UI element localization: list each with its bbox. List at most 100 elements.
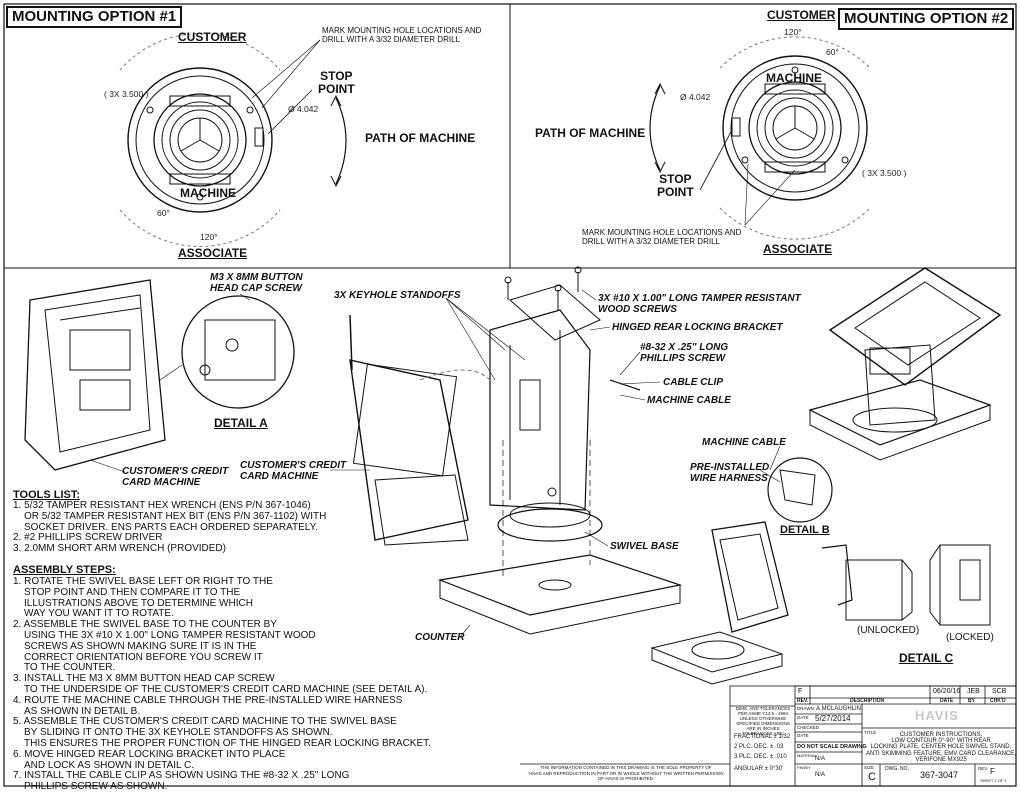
detail-c-views [821,544,991,626]
rev-header-by: BY [968,698,975,704]
assembly-line-16: THIS ENSURES THE PROPER FUNCTION OF THE … [24,737,431,749]
rev-row-date: 06/20/16 [933,688,961,695]
right-top-device [808,267,1002,461]
option1-plan-view [119,33,347,247]
dwg-label: DWG. NO. [885,766,909,772]
detail-b-label: DETAIL B [780,524,830,536]
company-logo: HAVIS [915,708,959,723]
tol-3plc: 3 PLC. DEC. ± .010 [734,754,787,760]
assembly-line-18: AND LOCK AS SHOWN IN DETAIL C. [24,759,195,771]
machine-cable-callout: MACHINE CABLE [647,395,731,406]
dwg-number: 367-3047 [920,770,959,780]
option1-path-label: PATH OF MACHINE [365,131,476,145]
assembly-line-20: PHILLIPS SCREW AS SHOWN. [24,781,168,793]
assembly-line-8: CORRECT ORIENTATION BEFORE YOU SCREW IT [24,651,263,663]
center-assembly [330,266,683,638]
tolerance-note: DIMS. AND TOLERANCES PER ASME Y14.5 - 19… [735,706,791,716]
credit-left-line1: CUSTOMER'S CREDIT [122,466,229,477]
option1-stop-point-line1: STOP [320,69,353,83]
rev-header-desc: DESCRIPTION [850,698,885,704]
option1-machine-label: MACHINE [180,186,236,200]
finish-label: FINISH [797,765,811,770]
left-device-view [24,279,166,473]
m3-screw-callout: M3 X 8MM BUTTON HEAD CAP SCREW [210,272,303,294]
tools-line-4: 2. #2 PHILLIPS SCREW DRIVER [13,532,163,544]
rev-label: REV. [978,766,989,771]
title-line-1: CUSTOMER INSTRUCTIONS, [899,732,983,738]
phillips-line2: PHILLIPS SCREW [640,353,726,364]
counter-callout: COUNTER [415,632,465,643]
assembly-line-10: 3. INSTALL THE M3 X 8MM BUTTON HEAD CAP … [13,673,275,685]
m3-screw-line1: M3 X 8MM BUTTON [210,272,303,283]
option2-machine-label: MACHINE [766,71,822,85]
rev-header-date: DATE [940,698,954,704]
option1-mark-note-line2: DRILL WITH A 3/32 DIAMETER DRILL [322,35,460,44]
detail-c-left-device [650,521,789,685]
date-label: DATE [797,715,809,720]
assembly-line-6: USING THE 3X #10 X 1.00" LONG TAMPER RES… [24,629,316,641]
locked-label: (LOCKED) [946,632,994,643]
cable-clip-callout: CABLE CLIP [663,377,723,388]
size-label: SIZE [864,765,875,770]
finish-value: N/A [815,772,826,778]
tol-2plc: 2 PLC. DEC. ± .03 [734,744,784,750]
credit-left-line2: CARD MACHINE [122,477,201,488]
tools-line-3: SOCKET DRIVER. ENS PARTS EACH ORDERED SE… [24,521,318,533]
phillips-screw-callout: #8-32 X .25" LONG PHILLIPS SCREW [640,342,728,364]
size-value: C [868,771,876,783]
rev-header-rev: REV. [797,698,809,704]
assembly-line-12: 4. ROUTE THE MACHINE CABLE THROUGH THE P… [13,694,403,706]
credit-machine-center-callout: CUSTOMER'S CREDIT CARD MACHINE [240,460,346,482]
option1-stop-point-line2: POINT [318,82,355,96]
swivel-base-callout: SWIVEL BASE [610,541,679,552]
tools-list: 1. 5/32 TAMPER RESISTANT HEX WRENCH (ENS… [13,500,326,555]
wire-harness-callout: PRE-INSTALLED WIRE HARNESS [690,462,769,484]
tol-fractional: FRACTIONAL ± 1/32 [734,734,791,740]
assembly-line-7: SCREWS AS SHOWN MAKING SURE IT IS IN THE [24,640,257,652]
option2-plan-view [649,36,871,240]
option2-mark-note: MARK MOUNTING HOLE LOCATIONS AND DRILL W… [582,228,741,246]
material-label: MATERIAL [797,753,817,758]
option2-dim-radius: ( 3X 3.500 ) [862,168,907,178]
assembly-heading: ASSEMBLY STEPS: [13,564,116,576]
detail-c-label: DETAIL C [899,651,954,665]
unlocked-label: (UNLOCKED) [857,625,920,636]
wood-screws-line2: WOOD SCREWS [598,304,677,315]
m3-screw-line2: HEAD CAP SCREW [210,283,302,294]
assembly-line-3: ILLUSTRATIONS ABOVE TO DETERMINE WHICH [24,597,253,609]
do-not-scale: DO NOT SCALE DRAWING [797,744,867,750]
detail-a-circle [159,293,295,409]
proprietary-line-1: THE INFORMATION CONTAINED IN THIS DRAWIN… [540,765,712,770]
date-label-2: DATE [797,733,809,738]
option2-dim-diameter: Ø 4.042 [680,92,711,102]
assembly-line-5: 2. ASSEMBLE THE SWIVEL BASE TO THE COUNT… [13,619,277,631]
option1-customer-label: CUSTOMER [178,30,247,44]
assembly-line-4: WAY YOU WANT IT TO ROTATE. [24,608,174,620]
title-line-3: LOCKING PLATE, CENTER HOLE SWIVEL STAND, [870,744,1012,751]
unless-note: UNLESS OTHERWISE SPECIFIED DIMENSIONS AR… [736,716,790,736]
option2-title: MOUNTING OPTION #2 [838,8,1015,30]
option2-associate-label: ASSOCIATE [763,242,833,256]
tools-line-1: 1. 5/32 TAMPER RESISTANT HEX WRENCH (ENS… [13,500,311,511]
hinged-bracket-callout: HINGED REAR LOCKING BRACKET [612,322,783,333]
proprietary-note: THE INFORMATION CONTAINED IN THIS DRAWIN… [524,765,728,782]
rev-header-chkd: CHK'D [990,698,1006,704]
rev-value: F [990,767,995,776]
assembly-line-19: 7. INSTALL THE CABLE CLIP AS SHOWN USING… [13,770,350,782]
option2-customer-label: CUSTOMER [767,8,836,22]
credit-center-line1: CUSTOMER'S CREDIT [240,460,347,471]
wire-harness-line2: WIRE HARNESS [690,473,768,484]
tools-line-5: 3. 2.0MM SHORT ARM WRENCH (PROVIDED) [13,543,226,555]
assembly-line-15: BY SLIDING IT ONTO THE 3X KEYHOLE STANDO… [24,727,333,739]
detail-b-circle [759,445,833,523]
proprietary-line-3: OF HAVIS IS PROHIBITED. [597,776,655,781]
option1-associate-label: ASSOCIATE [178,246,248,260]
option1-angle-60: 60° [157,208,170,218]
option2-stop-point-line1: STOP [659,172,692,186]
machine-cable-detail-b-callout: MACHINE CABLE [702,437,786,448]
option2-stop-point: STOP POINT [657,173,694,199]
assembly-line-17: 6. MOVE HINGED REAR LOCKING BRACKET INTO… [13,748,286,760]
option1-mark-note: MARK MOUNTING HOLE LOCATIONS AND DRILL W… [322,26,481,44]
option2-path-label: PATH OF MACHINE [535,126,646,140]
